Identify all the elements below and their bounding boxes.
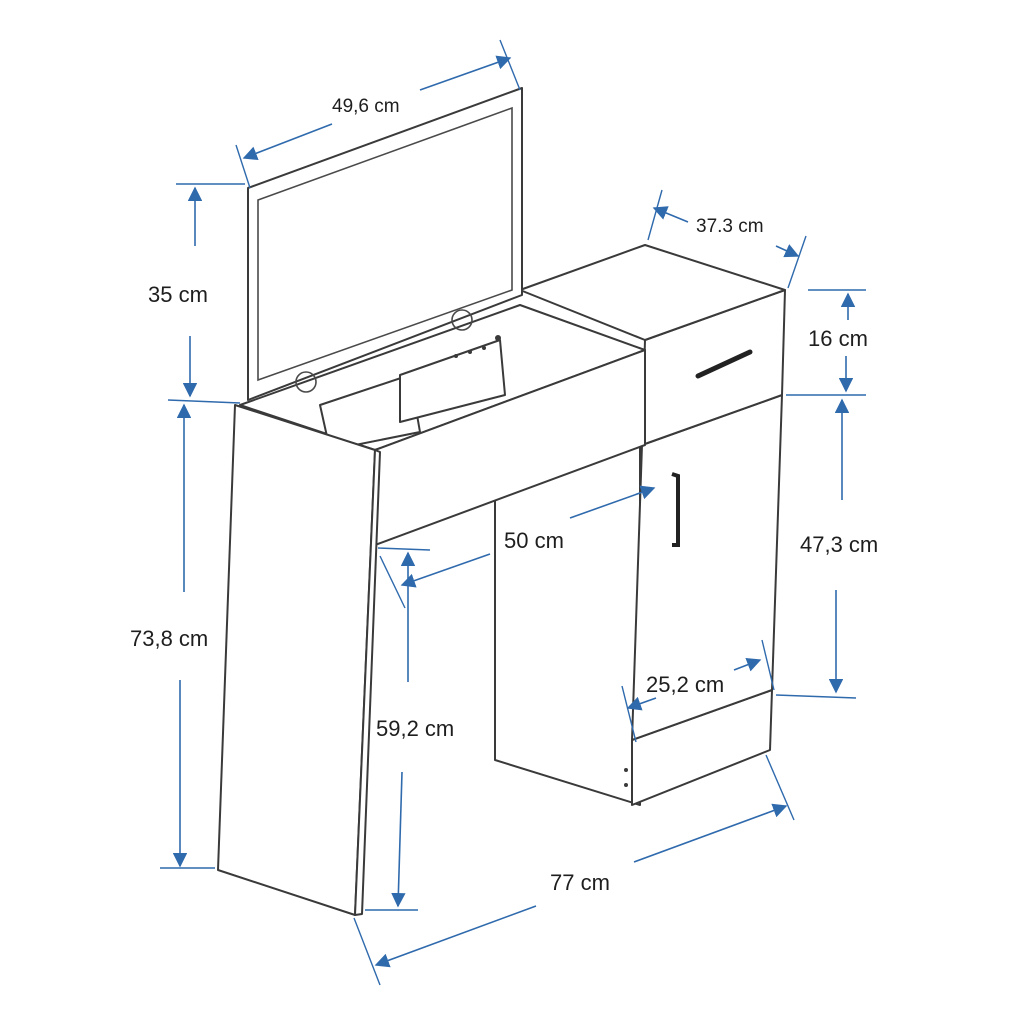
mirror-knob-left: [295, 371, 317, 393]
hole-dot: [482, 346, 486, 350]
left-panel-edge: [354, 449, 381, 916]
label-door-height: 47,3 cm: [800, 532, 878, 557]
hole-dot: [495, 335, 501, 341]
hole-dot: [624, 783, 628, 787]
dimension-lines: [160, 39, 866, 986]
label-desk-depth: 50 cm: [504, 528, 564, 553]
label-drawer-height: 16 cm: [808, 326, 868, 351]
hole-dot: [468, 350, 472, 354]
divider-right: [399, 339, 506, 423]
cabinet-side: [494, 444, 641, 806]
hole-dot: [624, 768, 628, 772]
dimension-labels: 49,6 cm 35 cm 37.3 cm 16 cm 50 cm 47,3 c…: [130, 96, 878, 895]
drawer-handle-icon: [695, 349, 753, 379]
mirror-knob-right: [451, 309, 473, 331]
label-mirror-height: 35 cm: [148, 282, 208, 307]
mirror-glass: [257, 106, 513, 382]
furniture-drawing: [217, 87, 786, 916]
label-total-height: 73,8 cm: [130, 626, 208, 651]
door-handle-icon: [671, 472, 680, 547]
label-cabinet-depth: 37.3 cm: [696, 216, 764, 237]
cabinet-top: [519, 244, 786, 341]
left-side-panel: [217, 404, 376, 916]
hole-dot: [454, 354, 458, 358]
mirror-lid: [247, 87, 523, 401]
label-knee-height: 59,2 cm: [376, 716, 454, 741]
label-total-width: 77 cm: [550, 870, 610, 895]
label-door-width: 25,2 cm: [646, 672, 724, 697]
label-mirror-width: 49,6 cm: [332, 96, 400, 117]
